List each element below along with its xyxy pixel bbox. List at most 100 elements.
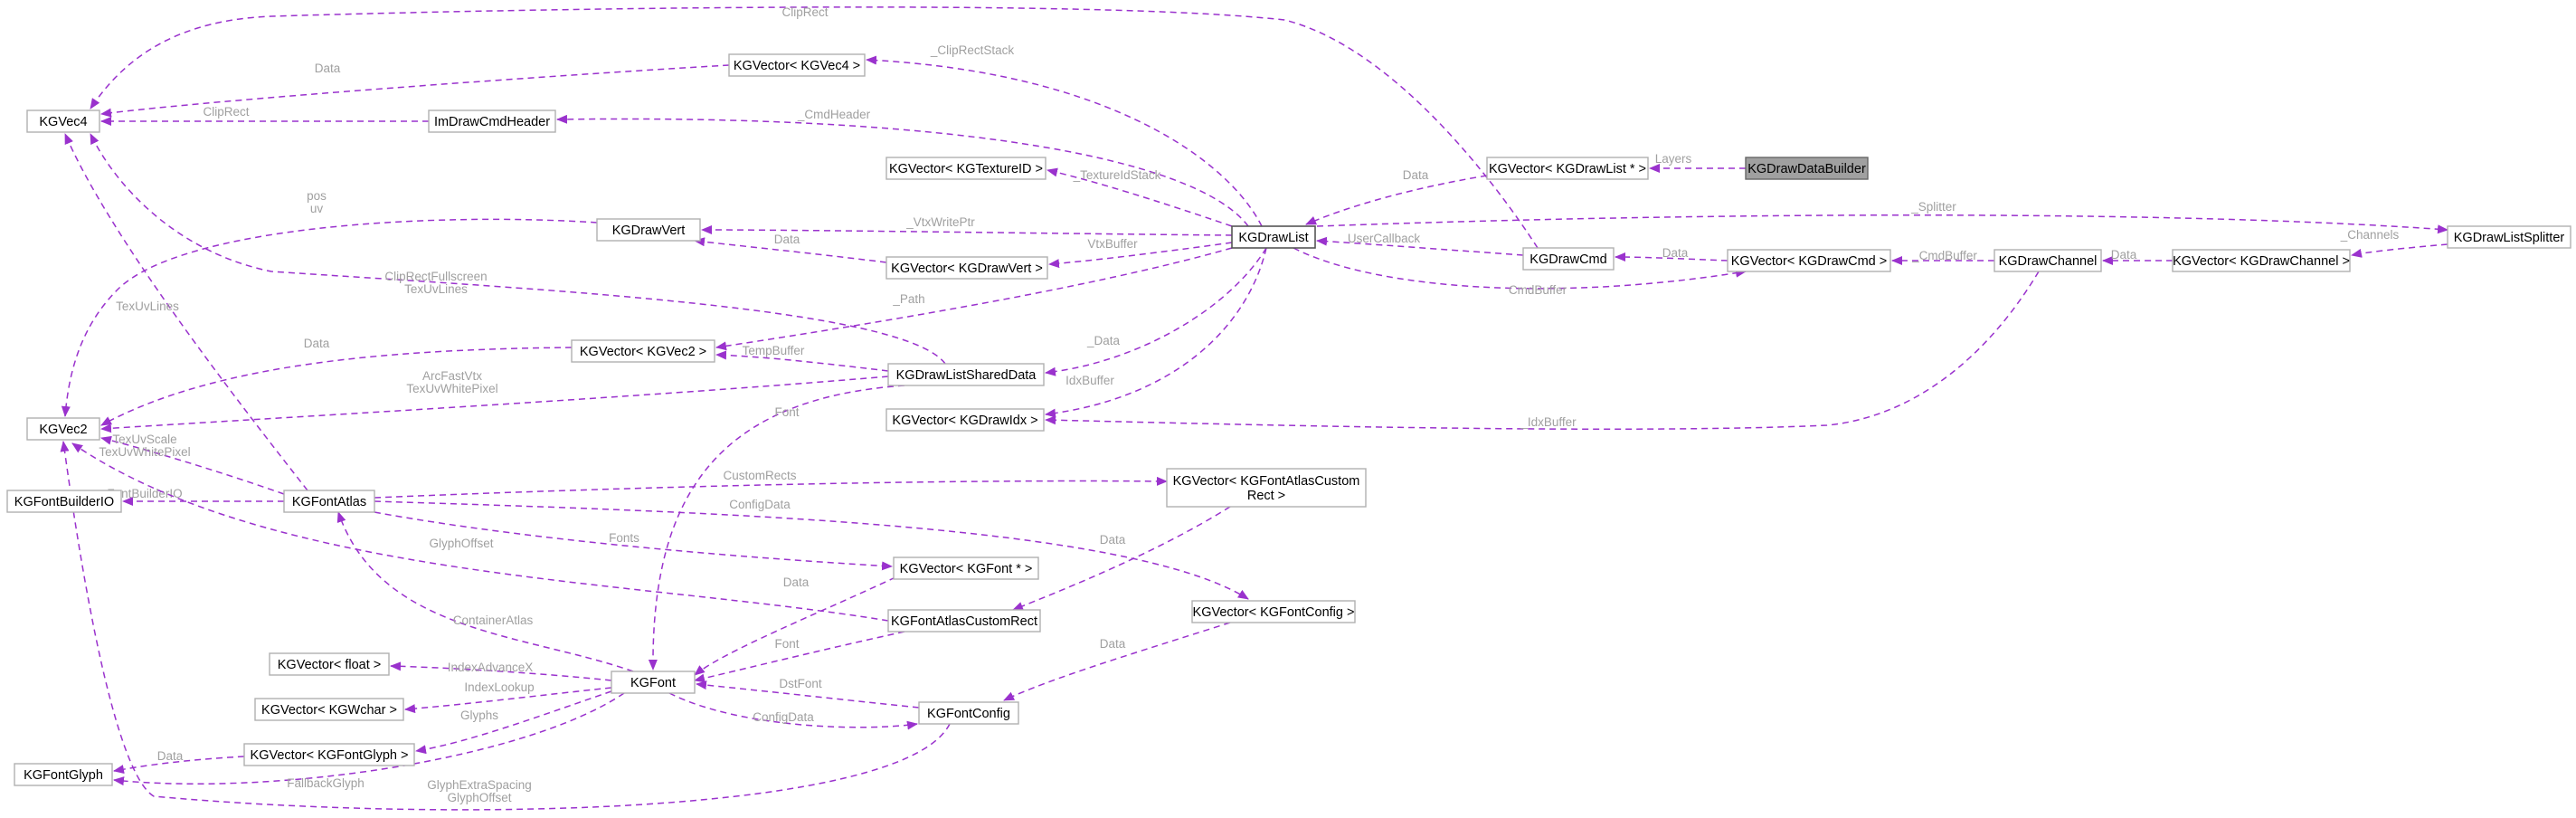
node-kgvector_drawcmd[interactable]: KGVector< KGDrawCmd > [1727,249,1891,272]
node-kgvector_kgwchar[interactable]: KGVector< KGWchar > [254,698,404,721]
node-box[interactable] [254,698,404,721]
node-box[interactable] [269,652,390,676]
node-kgdrawdatabuilder[interactable]: KGDrawDataBuilder [1745,157,1869,180]
nodes-layer: KGDrawDataBuilder KGVector< KGDrawList * … [6,53,2571,786]
node-kgvector_fontglyph[interactable]: KGVector< KGFontGlyph > [243,743,415,766]
edge-customrects: CustomRects [374,469,1168,499]
node-label: KGFontBuilderIO [14,495,114,509]
edge-line [374,476,1168,499]
node-kgvector_drawvert[interactable]: KGVector< KGDrawVert > [886,256,1048,280]
edge-configdata_font: ConfigData [668,692,918,730]
node-label: KGVec2 [39,423,87,437]
edge-path: _Path [715,247,1233,351]
edge-line [648,385,905,671]
edge-fontptrdata: Data [694,575,896,676]
edge-line [701,225,1233,236]
node-box[interactable] [1727,249,1891,272]
node-box[interactable] [14,763,113,786]
edge-label: GlyphOffset [429,537,493,550]
node-kgdrawcmd[interactable]: KGDrawCmd [1522,247,1615,271]
node-label: KGFontConfig [927,707,1010,721]
node-box[interactable] [1231,225,1316,249]
node-box[interactable] [26,417,100,441]
edge-label: Data [2111,248,2137,262]
node-kgfontatlascustomrect[interactable]: KGFontAtlasCustomRect [887,609,1041,633]
node-kgdrawlistshareddata[interactable]: KGDrawListSharedData [887,363,1045,386]
node-label: KGVector< KGTextureID > [889,162,1043,176]
node-box[interactable] [728,53,866,77]
edge-fontbuilderio: FontBuilderIO [107,487,284,506]
node-kgfontglyph[interactable]: KGFontGlyph [14,763,113,786]
node-box[interactable] [1994,249,2102,272]
node-kgvec2[interactable]: KGVec2 [26,417,100,441]
node-box[interactable] [1166,468,1367,508]
edge-label: ContainerAtlas [453,614,534,627]
node-box[interactable] [1191,600,1356,623]
node-box[interactable] [428,109,556,133]
node-box[interactable] [243,743,415,766]
node-kgdrawlistsplitter[interactable]: KGDrawListSplitter [2447,225,2571,249]
edge-label: Font [774,405,799,419]
edge-label: _Path [892,292,924,306]
node-kgvector_drawlist_ptr[interactable]: KGVector< KGDrawList * > [1486,157,1649,180]
node-box[interactable] [2447,225,2571,249]
node-box[interactable] [886,256,1048,280]
node-box[interactable] [887,363,1045,386]
edge-line [113,756,245,775]
node-label: KGFont [630,676,676,690]
node-kgdrawchannel[interactable]: KGDrawChannel [1994,249,2102,272]
node-box[interactable] [1522,247,1615,271]
edge-label: VtxBuffer [1087,237,1138,251]
node-box[interactable] [893,556,1039,580]
node-box[interactable] [596,218,701,242]
edge-cliprect_top: ClipRect [90,5,1539,249]
edge-line [415,690,612,755]
node-kgvec4[interactable]: KGVec4 [26,109,100,133]
node-box[interactable] [1486,157,1649,180]
node-box[interactable] [571,339,715,363]
node-box[interactable] [918,701,1019,725]
edge-fallbackglyph: FallbackGlyph [113,692,625,790]
node-kgvector_fontconfig[interactable]: KGVector< KGFontConfig > [1191,600,1356,623]
node-box[interactable] [1745,157,1869,180]
node-box[interactable] [886,157,1046,180]
edge-fontconfigdata: Data [1003,622,1231,701]
edge-cliprectstack: _ClipRectStack [866,43,1263,227]
node-box[interactable] [887,609,1041,633]
node-kgfont[interactable]: KGFont [611,671,696,694]
node-box[interactable] [283,490,375,513]
node-kgdrawlist[interactable]: KGDrawList [1231,225,1316,249]
edge-line [100,435,285,495]
edge-line [1316,214,2448,234]
node-kgfontatlas[interactable]: KGFontAtlas [283,490,375,513]
edge-line [113,692,625,786]
edges-layer: LayersDataClipRect_ClipRectStackData_Cmd… [60,5,2448,811]
edge-line [696,680,920,709]
node-box[interactable] [6,490,122,513]
node-kgvector_drawidx[interactable]: KGVector< KGDrawIdx > [886,408,1045,432]
edge-label: _Data [1086,334,1121,347]
node-kgvector_textureid[interactable]: KGVector< KGTextureID > [886,157,1046,180]
node-kgvector_kgvec2[interactable]: KGVector< KGVec2 > [571,339,715,363]
edge-splitter: _Splitter [1316,200,2448,234]
node-kgfontconfig[interactable]: KGFontConfig [918,701,1019,725]
node-box[interactable] [611,671,696,694]
node-label: KGVector< float > [278,658,381,672]
node-kgvector_float[interactable]: KGVector< float > [269,652,390,676]
edge-line [61,218,598,417]
node-imdrawcmdheader[interactable]: ImDrawCmdHeader [428,109,556,133]
node-kgvector_kgvec4[interactable]: KGVector< KGVec4 > [728,53,866,77]
node-kgvector_drawchannel[interactable]: KGVector< KGDrawChannel > [2172,249,2351,272]
node-kgdrawvert[interactable]: KGDrawVert [596,218,701,242]
node-box[interactable] [886,408,1045,432]
edge-label: ConfigData [753,710,814,724]
node-kgfontbuilderio[interactable]: KGFontBuilderIO [6,490,122,513]
edge-label: _VtxWritePtr [905,215,975,229]
node-box[interactable] [2172,249,2351,272]
node-kgvector_font_ptr[interactable]: KGVector< KGFont * > [893,556,1039,580]
node-box[interactable] [26,109,100,133]
